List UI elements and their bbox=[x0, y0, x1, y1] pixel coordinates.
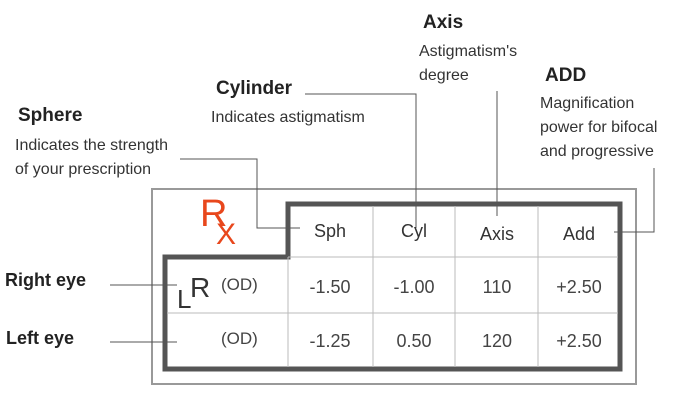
cell-right-axis: 110 bbox=[482, 277, 512, 297]
cell-left-sph: -1.25 bbox=[309, 331, 351, 351]
cell-right-sph: -1.50 bbox=[309, 277, 351, 297]
header-add: Add bbox=[562, 224, 596, 244]
right-eye-code: (OD) bbox=[221, 275, 258, 294]
sphere-desc-line-2: of your prescription bbox=[15, 161, 152, 178]
callout-lines bbox=[110, 91, 655, 343]
axis-title: Axis bbox=[423, 12, 464, 33]
left-eye-label: Left eye bbox=[6, 328, 75, 348]
outer-frame bbox=[151, 188, 637, 385]
sphere-desc-line-1: Indicates the strength bbox=[15, 137, 168, 154]
lr-mark-l: L bbox=[177, 284, 192, 314]
add-title: ADD bbox=[545, 65, 587, 86]
right-eye-label: Right eye bbox=[5, 270, 87, 290]
add-desc-line-3: and progressive bbox=[540, 143, 654, 160]
add-desc-line-1: Magnification bbox=[540, 95, 635, 112]
cylinder-title: Cylinder bbox=[216, 78, 293, 99]
table-grid bbox=[167, 206, 618, 367]
left-eye-code: (OD) bbox=[221, 329, 258, 348]
add-desc-line-2: power for bifocal bbox=[540, 119, 658, 136]
cell-left-cyl: 0.50 bbox=[396, 331, 432, 351]
axis-desc-line-1: Astigmatism's bbox=[419, 43, 518, 60]
cell-right-add: +2.50 bbox=[556, 277, 602, 297]
sphere-callout bbox=[180, 158, 300, 229]
cylinder-callout bbox=[305, 93, 417, 228]
cell-left-add: +2.50 bbox=[556, 331, 602, 351]
add-callout bbox=[614, 168, 655, 233]
cylinder-desc-line-1: Indicates astigmatism bbox=[211, 109, 365, 126]
rx-symbol-x: X bbox=[216, 218, 237, 251]
rx-symbol-r: R bbox=[200, 193, 228, 235]
lr-mark-r: R bbox=[190, 272, 211, 303]
sphere-title: Sphere bbox=[18, 105, 83, 126]
header-cyl: Cyl bbox=[401, 221, 427, 241]
header-axis: Axis bbox=[479, 224, 514, 244]
cell-right-cyl: -1.00 bbox=[393, 277, 435, 297]
header-sph: Sph bbox=[313, 221, 347, 241]
cell-left-axis: 120 bbox=[481, 331, 513, 351]
axis-desc-line-2: degree bbox=[419, 67, 469, 84]
